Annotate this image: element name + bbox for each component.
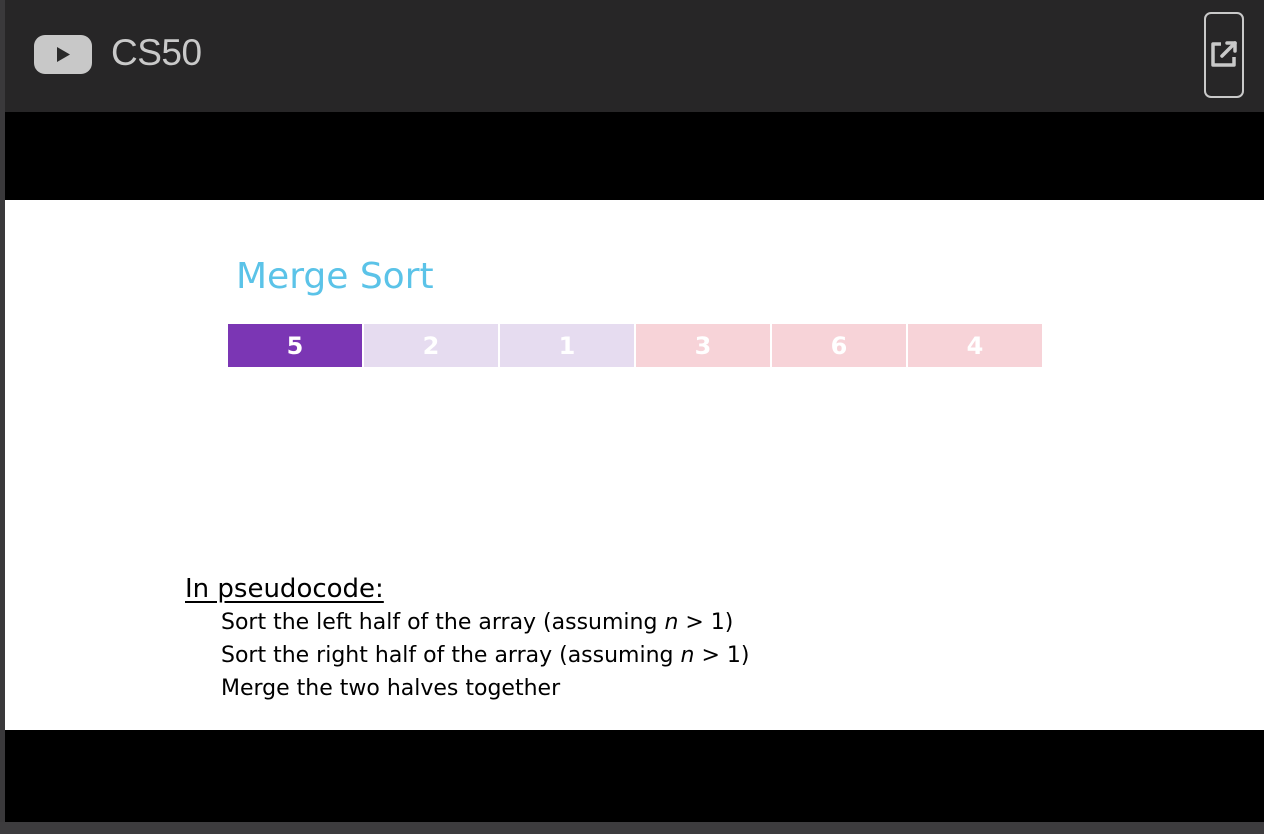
frame-bottom-border (0, 822, 1264, 834)
array-cell: 2 (364, 324, 498, 367)
frame-border (0, 0, 5, 822)
video-header: CS50 (5, 0, 1264, 112)
array-cell: 4 (908, 324, 1042, 367)
array-cell: 3 (636, 324, 770, 367)
pseudocode-line-3: Merge the two halves together (221, 676, 561, 701)
pseudocode-line-1-cond: > 1) (678, 610, 734, 635)
youtube-play-logo-icon[interactable] (34, 35, 92, 74)
pseudocode-line-1-var: n (664, 610, 679, 635)
channel-title[interactable]: CS50 (111, 32, 202, 73)
pseudocode-line-2-var: n (680, 643, 695, 668)
array-cell: 1 (500, 324, 634, 367)
pseudocode-line-2-cond: > 1) (694, 643, 750, 668)
pseudocode-line-2: Sort the right half of the array (assumi… (185, 639, 749, 672)
pseudocode-line-2-text: Sort the right half of the array (assumi… (221, 643, 681, 668)
array-cell: 6 (772, 324, 906, 367)
pseudocode-block: In pseudocode: Sort the left half of the… (185, 572, 749, 705)
slide-title: Merge Sort (236, 256, 434, 297)
pseudocode-heading: In pseudocode: (185, 574, 384, 604)
array-cell: 5 (228, 324, 362, 367)
pseudocode-line-1-text: Sort the left half of the array (assumin… (221, 610, 665, 635)
open-in-new-window-icon[interactable] (1204, 12, 1244, 98)
pseudocode-line-1: Sort the left half of the array (assumin… (185, 606, 749, 639)
